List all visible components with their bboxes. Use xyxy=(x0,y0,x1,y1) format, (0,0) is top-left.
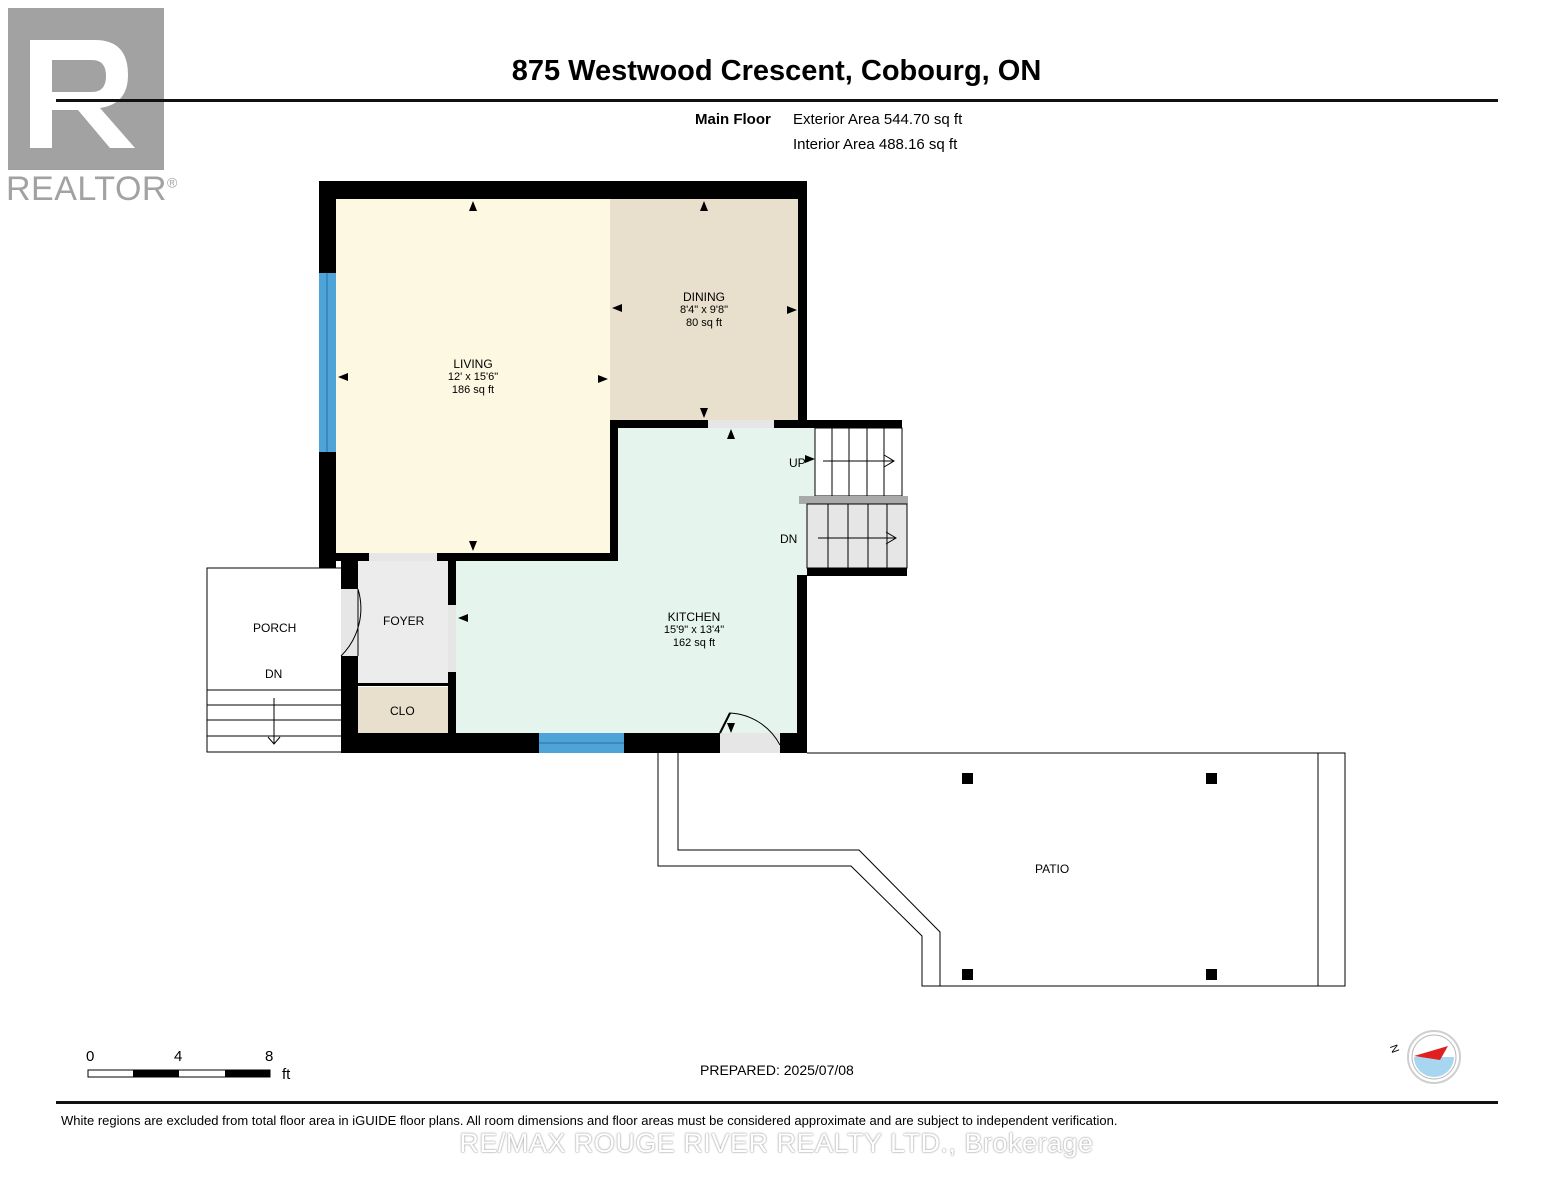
realtor-wordmark: REALTOR® xyxy=(6,170,178,208)
living-room xyxy=(336,199,610,553)
compass-icon xyxy=(1407,1030,1461,1084)
closet-room xyxy=(358,687,448,733)
walls xyxy=(319,181,907,753)
page-title: 875 Westwood Crescent, Cobourg, ON xyxy=(511,55,1042,87)
kitchen-label: KITCHEN 15'9" x 13'4" 162 sq ft xyxy=(663,610,725,650)
stairs-down xyxy=(806,503,908,569)
scale-bar xyxy=(87,1069,271,1078)
scale-tick-4: 4 xyxy=(174,1048,183,1065)
foyer-label: FOYER xyxy=(383,614,425,628)
realtor-logo xyxy=(8,8,164,170)
bottom-divider xyxy=(56,1101,1498,1104)
disclaimer: White regions are excluded from total fl… xyxy=(61,1113,1118,1128)
foyer-room xyxy=(358,561,448,685)
brokerage-watermark: RE/MAX ROUGE RIVER REALTY LTD., Brokerag… xyxy=(459,1128,1094,1158)
scale-tick-0: 0 xyxy=(86,1048,95,1065)
closet-label: CLO xyxy=(390,704,415,718)
top-divider xyxy=(56,99,1498,102)
patio xyxy=(657,752,1346,987)
scale-unit: ft xyxy=(282,1066,291,1083)
porch xyxy=(206,567,341,753)
living-label: LIVING 12' x 15'6" 186 sq ft xyxy=(447,357,499,397)
stairs-up-label: UP xyxy=(789,456,806,470)
porch-label: PORCH xyxy=(253,621,297,635)
exterior-area: Exterior Area 544.70 sq ft xyxy=(793,111,963,128)
stairs-down-label: DN xyxy=(780,532,798,546)
patio-label: PATIO xyxy=(1035,862,1070,876)
prepared-date: PREPARED: 2025/07/08 xyxy=(700,1062,854,1078)
stairs-up xyxy=(814,427,903,497)
floor-name: Main Floor xyxy=(695,111,771,128)
patio-posts xyxy=(962,773,1217,980)
dining-label: DINING 8'4" x 9'8" 80 sq ft xyxy=(679,290,729,330)
interior-area: Interior Area 488.16 sq ft xyxy=(793,136,958,153)
scale-tick-8: 8 xyxy=(265,1048,274,1065)
kitchen-room xyxy=(455,427,815,735)
porch-stairs-label: DN xyxy=(265,667,283,681)
dining-room xyxy=(610,199,800,420)
dimension-arrows xyxy=(338,201,815,733)
